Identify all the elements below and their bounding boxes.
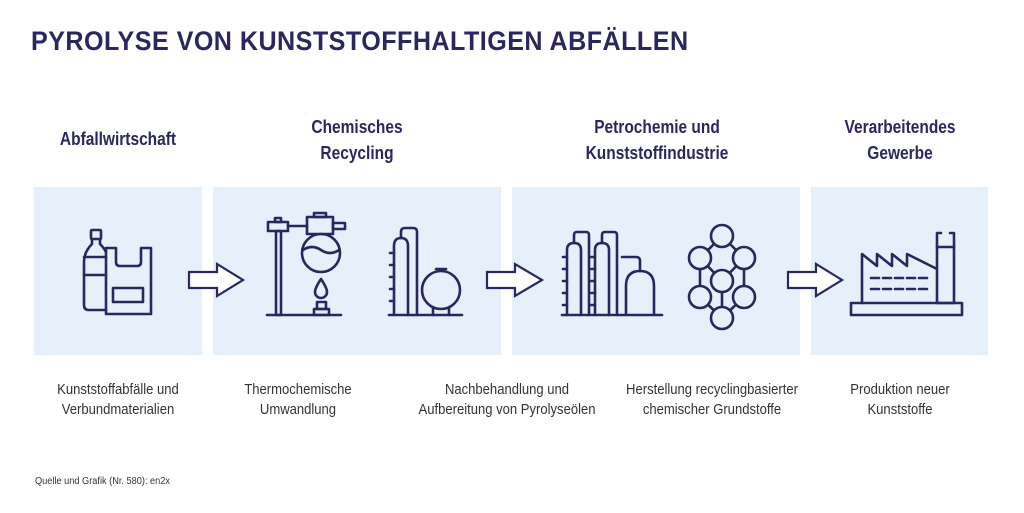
panel-petrochemie [512, 187, 800, 355]
plastic-bottle-bag-icon [82, 228, 153, 316]
stage-heading-1: Abfallwirtschaft [59, 129, 177, 149]
panel-verarbeitendes-gewerbe [811, 187, 988, 355]
reactor-tank-icon [387, 226, 464, 317]
molecule-icon [687, 223, 757, 331]
lab-flask-burner-icon [265, 211, 347, 317]
factory-icon [849, 231, 964, 317]
panel-abfallwirtschaft [34, 187, 202, 355]
panel-chemisches-recycling [213, 187, 501, 355]
arrow-icon-1 [187, 262, 246, 298]
arrow-icon-2 [485, 262, 545, 298]
page-title: PYROLYSE VON KUNSTSTOFFHALTIGEN ABFÄLLEN [31, 26, 689, 56]
arrow-icon-3 [786, 262, 845, 298]
refinery-columns-icon [560, 230, 664, 317]
source-footer: Quelle und Grafik (Nr. 580): en2x [35, 476, 171, 487]
